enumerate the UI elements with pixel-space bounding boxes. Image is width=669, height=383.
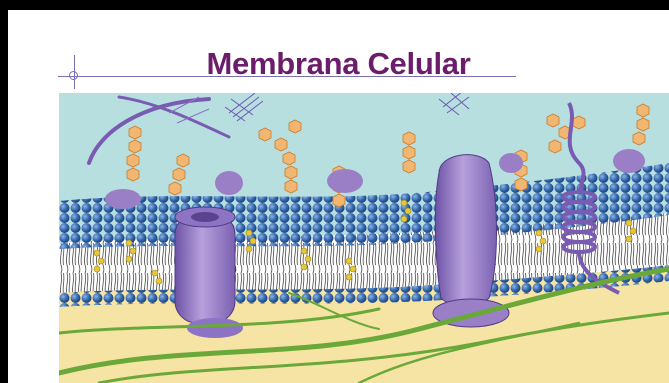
- peripheral-protein: [105, 189, 141, 209]
- cell-membrane-illustration: [59, 93, 669, 383]
- slide: Membrana Celular: [8, 10, 669, 383]
- title-underline: [58, 76, 516, 77]
- title-crosshair-circle: [69, 71, 78, 80]
